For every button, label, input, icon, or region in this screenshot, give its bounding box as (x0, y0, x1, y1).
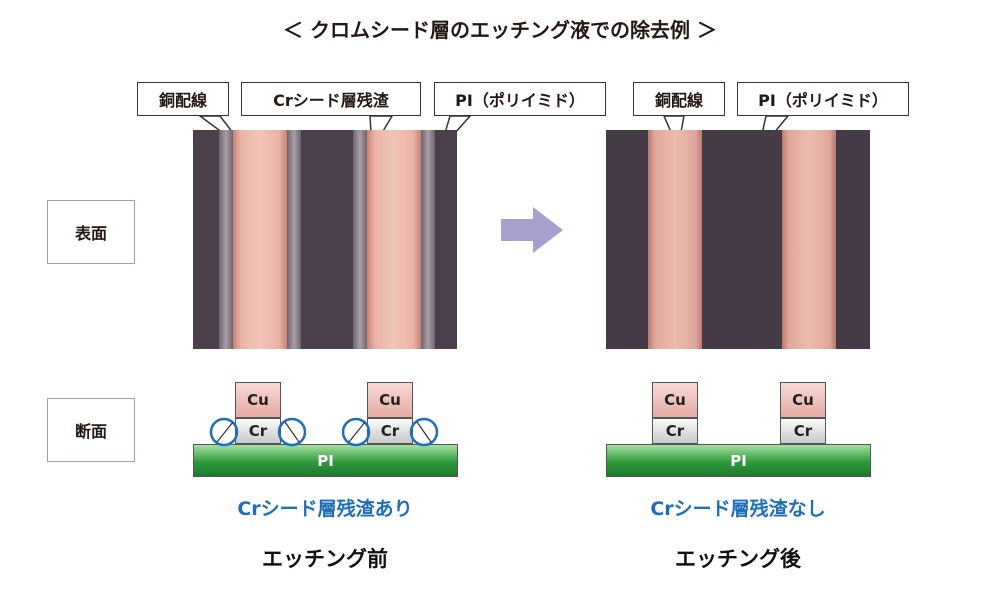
micrograph-after-image (606, 130, 870, 349)
callout-before-copper-line-text: 銅配線 (158, 91, 207, 110)
cu-layer-left: Cu (652, 382, 698, 418)
row-label-surface-text: 表面 (74, 224, 107, 243)
cr-layer-right: Cr (367, 418, 413, 444)
row-label-cross-section: 断面 (47, 398, 135, 462)
callout-before-pi: PI（ポリイミド） (434, 82, 606, 116)
cu-label: Cu (664, 391, 686, 409)
cr-layer-left: Cr (652, 418, 698, 444)
cu-layer-right: Cu (367, 382, 413, 418)
callout-after-pi: PI（ポリイミド） (737, 82, 909, 116)
pi-substrate-before: PI (193, 444, 458, 477)
micrograph-before (193, 130, 457, 349)
cross-section-after: Cu Cr Cu Cr PI (606, 382, 871, 477)
cr-layer-left: Cr (235, 418, 281, 444)
right-arrow-icon (501, 207, 563, 253)
cr-label: Cr (248, 422, 268, 440)
cross-section-before: Cu Cr Cu Cr PI (193, 382, 458, 477)
row-label-cross-section-text: 断面 (74, 422, 107, 441)
cr-label: Cr (380, 422, 400, 440)
cr-label: Cr (793, 422, 813, 440)
micrograph-before-image (193, 130, 457, 349)
cu-label: Cu (379, 391, 401, 409)
pi-substrate-after: PI (606, 444, 871, 477)
pi-label: PI (317, 451, 334, 470)
residue-circle (341, 417, 371, 447)
residue-caption-before: Crシード層残渣あり (237, 498, 413, 520)
pi-label: PI (730, 451, 747, 470)
caption-after-etching: エッチング後 (675, 547, 801, 571)
residue-markers (209, 417, 439, 447)
residue-circle (409, 417, 439, 447)
row-label-surface: 表面 (47, 200, 135, 264)
micrograph-after (606, 130, 870, 349)
callout-before-pi-text: PI（ポリイミド） (455, 91, 585, 110)
cu-layer-right: Cu (780, 382, 826, 418)
caption-before-etching: エッチング前 (262, 547, 388, 571)
callout-after-copper-line: 銅配線 (633, 82, 725, 116)
residue-caption-after: Crシード層残渣なし (650, 498, 826, 520)
cu-label: Cu (247, 391, 269, 409)
cr-label: Cr (665, 422, 685, 440)
callout-after-pi-text: PI（ポリイミド） (758, 91, 888, 110)
callout-before-copper-line: 銅配線 (137, 82, 229, 116)
residue-circle (209, 417, 239, 447)
cu-layer-left: Cu (235, 382, 281, 418)
callout-before-cr-residue: Crシード層残渣 (241, 82, 421, 116)
callout-after-copper-line-text: 銅配線 (654, 91, 703, 110)
callout-before-cr-residue-text: Crシード層残渣 (273, 91, 389, 110)
cr-layer-right: Cr (780, 418, 826, 444)
residue-circle (277, 417, 307, 447)
page-title: ＜ クロムシード層のエッチング液での除去例 ＞ (283, 18, 717, 42)
cu-label: Cu (792, 391, 814, 409)
